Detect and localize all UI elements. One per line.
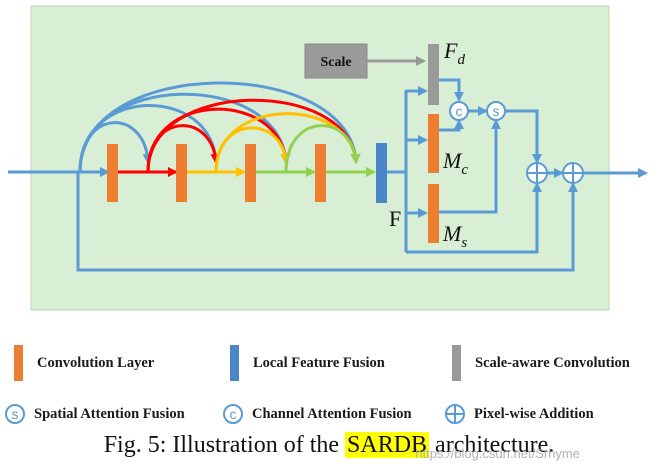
legend-channel: c Channel Attention Fusion [222, 403, 412, 425]
spatial-symbol: s [493, 103, 500, 119]
fd-to-channel [439, 78, 464, 102]
legend-lff-swatch [230, 345, 239, 381]
legend-pixel-add: Pixel-wise Addition [444, 403, 594, 425]
conv-layer-1 [107, 144, 118, 202]
caption-prefix: Fig. 5: Illustration of the [103, 432, 346, 458]
scale-label: Scale [320, 55, 351, 70]
spatial-attention-icon: s [5, 404, 25, 424]
channel-attention-icon: c [223, 404, 243, 424]
pixel-add-2 [562, 162, 584, 184]
f-label: F [389, 206, 401, 231]
legend-lff: Local Feature Fusion [230, 345, 385, 381]
legend-spatial-label: Spatial Attention Fusion [34, 405, 185, 422]
caption-highlight: SARDB [345, 432, 430, 458]
watermark: https://blog.csdn.net/Srhyme [415, 446, 580, 461]
local-residual-path [406, 182, 542, 254]
fd-label: Fd [443, 38, 465, 68]
global-residual-path [76, 172, 578, 272]
mc-conv-layer [428, 114, 439, 173]
pixel-add-1 [526, 162, 548, 184]
legend-scale-conv-swatch [452, 345, 461, 381]
local-feature-fusion [376, 143, 387, 203]
channel-symbol: c [456, 103, 463, 119]
conv-layer-2 [176, 144, 187, 202]
svg-text:s: s [12, 406, 19, 422]
legend-conv: Convolution Layer [14, 345, 154, 381]
legend-spatial: s Spatial Attention Fusion [4, 403, 185, 425]
conv-layer-3 [245, 144, 256, 202]
scale-aware-conv [428, 44, 439, 105]
mc-to-channel [439, 119, 464, 132]
arc-green-1 [284, 124, 361, 173]
ms-conv-layer [428, 184, 439, 243]
spatial-to-add [505, 109, 542, 164]
figure-caption: Fig. 5: Illustration of the SARDB archit… [0, 432, 658, 459]
legend-lff-label: Local Feature Fusion [253, 354, 385, 371]
legend-scale-conv: Scale-aware Convolution [452, 345, 630, 381]
legend-conv-label: Convolution Layer [37, 354, 155, 371]
conv-layer-4 [315, 144, 326, 202]
pixel-add-icon [445, 404, 465, 424]
ms-label: Ms [442, 221, 467, 251]
ms-to-spatial [439, 119, 501, 214]
legend-channel-label: Channel Attention Fusion [252, 405, 412, 422]
legend-conv-swatch [14, 345, 23, 381]
svg-text:c: c [230, 406, 237, 422]
mc-label: Mc [442, 148, 468, 178]
scale-box [304, 43, 368, 79]
sardb-diagram: F Scale Fd Mc Ms c s [8, 5, 648, 311]
arc-blue-4 [78, 81, 361, 173]
legend-scale-conv-label: Scale-aware Convolution [475, 354, 630, 371]
caption-suffix: architecture. [429, 432, 555, 458]
legend-pixel-add-label: Pixel-wise Addition [474, 405, 594, 422]
